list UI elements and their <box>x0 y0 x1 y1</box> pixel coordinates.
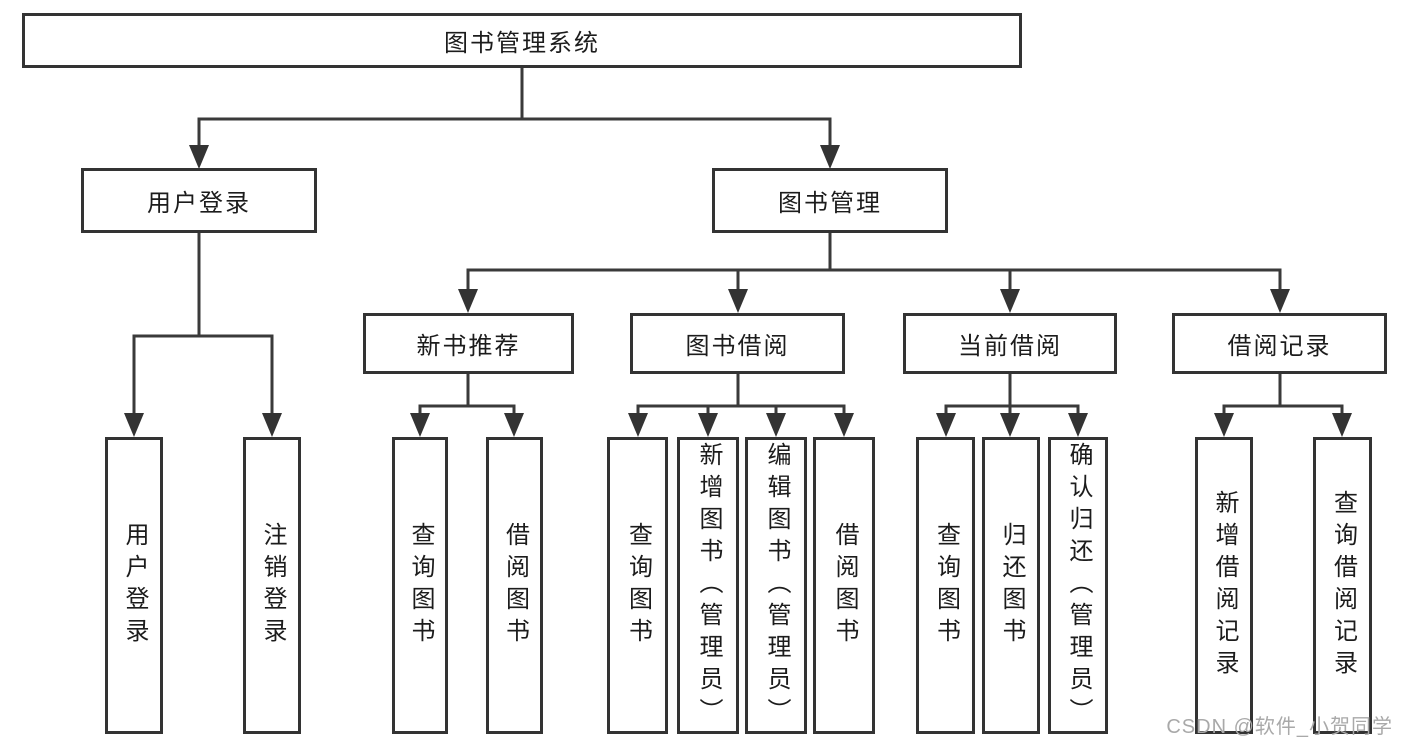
leaf-query-books-borrow: 查询图书 <box>607 437 668 734</box>
node-user-login: 用户登录 <box>81 168 317 233</box>
leaf-query-books-current: 查询图书 <box>916 437 975 734</box>
connector-book-management-to-level3 <box>466 233 1282 296</box>
leaf-return-book: 归还图书 <box>982 437 1040 734</box>
leaf-borrow-books-borrow: 借阅图书 <box>813 437 875 734</box>
node-root-system: 图书管理系统 <box>22 13 1022 68</box>
node-book-management: 图书管理 <box>712 168 948 233</box>
leaf-edit-book-admin: 编辑图书（管理员） <box>745 437 807 734</box>
node-book-borrow: 图书借阅 <box>630 313 845 374</box>
leaf-add-borrow-record: 新增借阅记录 <box>1195 437 1253 734</box>
leaf-borrow-books-recommend: 借阅图书 <box>486 437 543 734</box>
leaf-add-book-admin: 新增图书（管理员） <box>677 437 739 734</box>
connector-user-login-to-leaves <box>132 233 274 420</box>
node-borrow-records: 借阅记录 <box>1172 313 1387 374</box>
connector-root-to-level2 <box>197 68 832 152</box>
node-current-borrow: 当前借阅 <box>903 313 1117 374</box>
node-new-book-recommend: 新书推荐 <box>363 313 574 374</box>
leaf-confirm-return-admin: 确认归还（管理员） <box>1048 437 1108 734</box>
connector-borrow-records-to-leaves <box>1222 374 1344 420</box>
connector-current-borrow-to-leaves <box>944 374 1080 420</box>
leaf-logout: 注销登录 <box>243 437 301 734</box>
leaf-query-borrow-record: 查询借阅记录 <box>1313 437 1372 734</box>
connector-new-book-to-leaves <box>418 374 516 420</box>
leaf-user-login: 用户登录 <box>105 437 163 734</box>
leaf-query-books-recommend: 查询图书 <box>392 437 448 734</box>
connector-book-borrow-to-leaves <box>636 374 846 420</box>
watermark: CSDN @软件_小贺同学 <box>1166 716 1393 738</box>
